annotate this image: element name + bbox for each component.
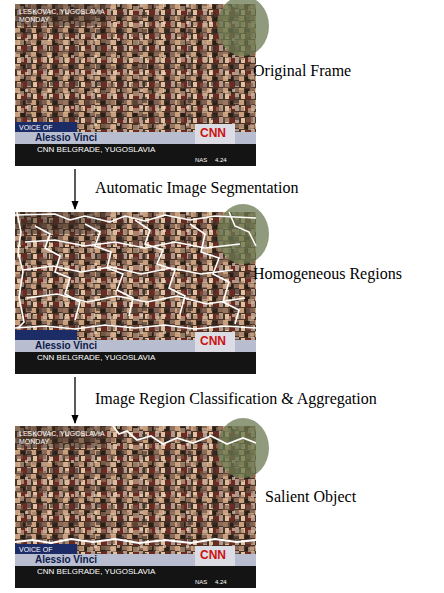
overlay-text: CNN BELGRADE, YUGOSLAVIA bbox=[37, 146, 155, 154]
step-label: Image Region Classification & Aggregatio… bbox=[93, 389, 379, 408]
overlay-text: CNN bbox=[200, 549, 226, 561]
overlay-text: Alessio Vinci bbox=[35, 133, 97, 143]
segmented-frame-photo bbox=[15, 204, 269, 374]
overlay-text: LESKOVAC, YUGOSLAVIA bbox=[19, 8, 105, 15]
region-boundaries bbox=[15, 212, 256, 329]
salient-object-contour bbox=[15, 539, 256, 543]
process-arrow bbox=[74, 377, 75, 423]
overlay-text: LESKOVAC, YUGOSLAVIA bbox=[19, 430, 105, 437]
frame-image bbox=[15, 0, 269, 166]
overlay-text: CNN bbox=[200, 335, 226, 347]
process-arrow bbox=[74, 169, 75, 209]
frame-caption: Homogeneous Regions bbox=[253, 264, 402, 283]
overlay-text: CNN BELGRADE, YUGOSLAVIA bbox=[37, 568, 155, 576]
frame-caption: Salient Object bbox=[265, 487, 356, 506]
overlay-text: Alessio Vinci bbox=[35, 341, 97, 351]
original-frame-photo bbox=[15, 0, 269, 166]
overlay-text: 4.24 bbox=[215, 157, 227, 163]
salient-frame-photo bbox=[15, 418, 269, 588]
overlay-text: MONDAY bbox=[19, 438, 49, 445]
overlay-text: CNN BELGRADE, YUGOSLAVIA bbox=[37, 354, 155, 362]
overlay-text: MONDAY bbox=[19, 16, 49, 23]
frame-caption: Original Frame bbox=[253, 61, 351, 80]
overlay-text: NAS bbox=[195, 157, 207, 163]
frame-image bbox=[15, 204, 269, 374]
frame-image bbox=[15, 418, 269, 588]
step-label: Automatic Image Segmentation bbox=[93, 178, 301, 197]
salient-object-contour bbox=[113, 426, 256, 444]
overlay-text: CNN bbox=[200, 127, 226, 139]
overlay-text: 4.24 bbox=[215, 579, 227, 585]
overlay-text: NAS bbox=[195, 579, 207, 585]
overlay-text: VOICE OF bbox=[19, 546, 52, 553]
overlay-text: VOICE OF bbox=[19, 124, 52, 131]
overlay-text: Alessio Vinci bbox=[35, 555, 97, 565]
